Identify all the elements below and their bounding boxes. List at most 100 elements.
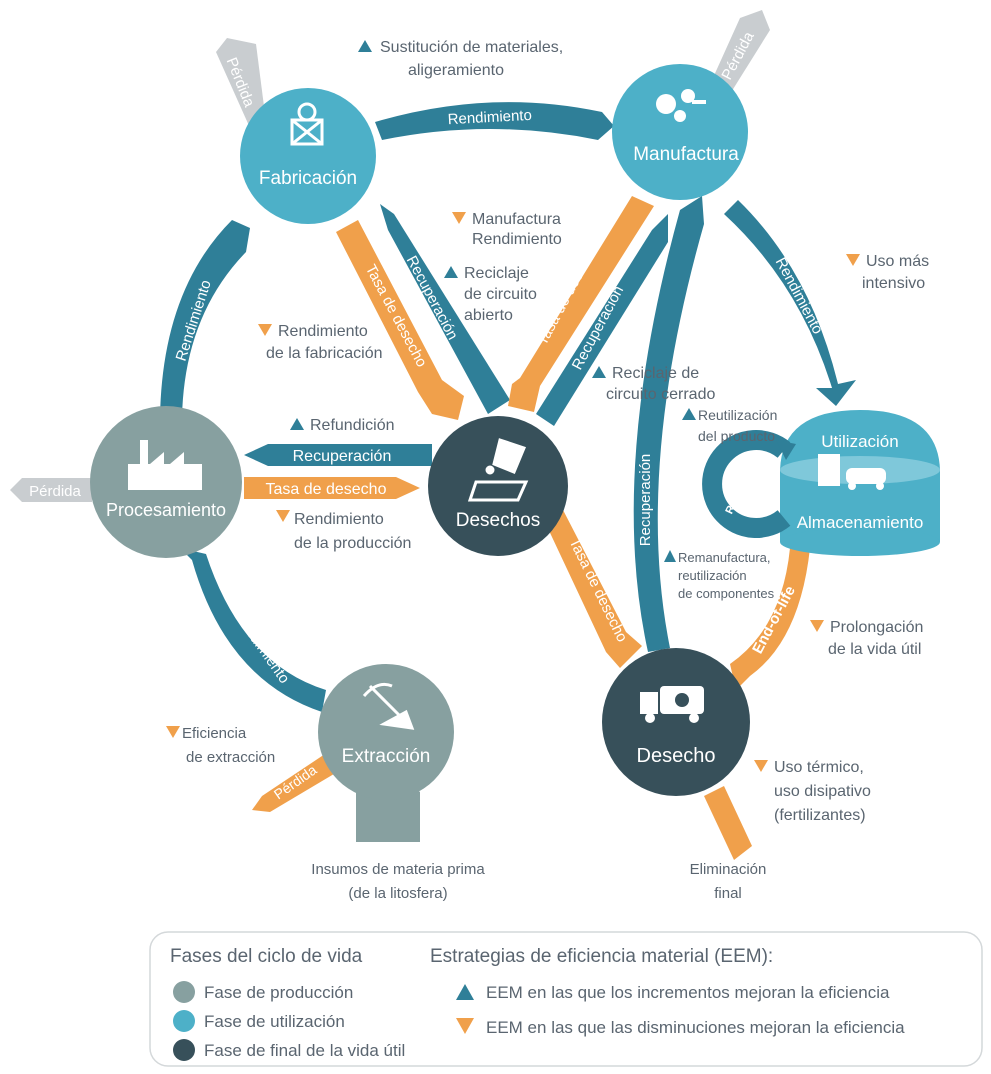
svg-text:uso disipativo: uso disipativo [774,783,871,800]
garbage-truck-icon [640,686,704,723]
legend-phase-production: Fase de producción [204,983,353,1002]
flow-tasa-proc: Tasa de desecho [244,477,420,499]
marker-up-icon [358,40,372,52]
loss-arrow-procesamiento: Pérdida [10,478,92,502]
svg-text:del producto: del producto [698,428,775,444]
flow-eliminacion-final [704,786,752,860]
annotation-remanufactura: Remanufactura, reutilización de componen… [664,550,775,601]
svg-text:Manufactura: Manufactura [472,211,561,228]
svg-text:de la producción: de la producción [294,535,411,552]
annotation-manufactura-rend: Manufactura Rendimiento [452,211,562,248]
svg-text:reutilización: reutilización [678,568,747,583]
svg-text:(de la litosfera): (de la litosfera) [348,885,447,902]
marker-down-icon [754,760,768,772]
marker-down-icon [810,620,824,632]
svg-text:final: final [714,885,742,902]
flow-recuperacion-proc: Recuperación [244,444,432,466]
flow-rendimiento-ext-proc: Rendimiento [180,548,326,712]
svg-text:Sustitución de materiales,: Sustitución de materiales, [380,39,563,56]
svg-text:Refundición: Refundición [310,417,395,434]
annotation-rend-fabricacion: Rendimiento de la fabricación [258,323,383,362]
node-utilizacion-almacenamiento: Utilización Almacenamiento [780,410,940,556]
node-extraccion: Extracción [318,664,454,800]
svg-text:Tasa de desecho: Tasa de desecho [266,481,387,498]
svg-text:Rendimiento: Rendimiento [472,231,562,248]
svg-text:Rendimiento: Rendimiento [278,323,368,340]
svg-text:aligeramiento: aligeramiento [408,62,504,79]
legend: Fases del ciclo de vida Fase de producci… [149,931,983,1067]
svg-text:Recuperación: Recuperación [293,448,392,465]
svg-text:Eficiencia: Eficiencia [182,725,247,742]
node-manufactura: Manufactura [612,64,748,200]
flow-rendimiento-fab-manu: Rendimiento [375,102,614,140]
legend-strategy-down: EEM en las que las disminuciones mejoran… [486,1018,905,1037]
loss-label-procesamiento: Pérdida [29,483,81,500]
svg-text:Rendimiento: Rendimiento [294,511,384,528]
svg-text:Rendimiento: Rendimiento [447,107,532,128]
svg-text:Desecho: Desecho [637,745,716,767]
svg-text:Extracción: Extracción [342,746,431,767]
svg-text:Rendimiento: Rendimiento [772,255,827,337]
svg-text:Utilización: Utilización [821,432,898,451]
legend-swatch-production [173,981,195,1003]
svg-text:Manufactura: Manufactura [633,144,739,165]
svg-text:de la vida útil: de la vida útil [828,641,921,658]
flow-rendimiento-manu-util: Rendimiento [724,200,856,406]
flow-recuperacion-desecho: Recuperación [633,196,704,652]
svg-text:intensivo: intensivo [862,275,925,292]
svg-text:circuito cerrado: circuito cerrado [606,386,715,403]
marker-up-icon [664,550,676,562]
svg-text:Reciclaje de: Reciclaje de [612,365,699,382]
pickaxe-icon [362,682,415,730]
svg-text:de componentes: de componentes [678,586,775,601]
svg-text:Insumos de materia prima: Insumos de materia prima [311,861,485,878]
building-car-icon [818,454,886,490]
annotation-prolongacion: Prolongación de la vida útil [810,619,923,658]
annotation-uso-intensivo: Uso más intensivo [846,253,929,292]
legend-swatch-use [173,1010,195,1032]
svg-text:Recuperación: Recuperación [637,454,654,547]
legend-swatch-eol [173,1039,195,1061]
node-procesamiento: Procesamiento [90,406,242,558]
svg-text:Fabricación: Fabricación [259,168,357,189]
legend-phase-use: Fase de utilización [204,1012,345,1031]
svg-text:Eliminación: Eliminación [690,861,767,878]
svg-text:Uso más: Uso más [866,253,929,270]
flow-tasa-desecho: Tasa de desecho [544,508,642,668]
svg-text:(fertilizantes): (fertilizantes) [774,807,866,824]
svg-text:Uso térmico,: Uso térmico, [774,759,864,776]
annotation-rend-produccion: Rendimiento de la producción [276,510,411,552]
marker-down-icon [276,510,290,522]
annotation-sustitucion: Sustitución de materiales, aligeramiento [358,39,563,79]
marker-down-icon [258,324,272,336]
node-fabricacion: Fabricación [240,88,376,224]
svg-text:Almacenamiento: Almacenamiento [797,513,924,532]
annotation-insumos: Insumos de materia prima (de la litosfer… [311,861,485,902]
legend-strategies-title: Estrategias de eficiencia material (EEM)… [430,946,773,967]
svg-text:Reutilización: Reutilización [698,407,777,423]
marker-down-icon [166,726,180,738]
svg-text:de circuito: de circuito [464,286,537,303]
annotation-reciclaje-abierto: Reciclaje de circuito abierto [444,265,537,324]
marker-up-icon [290,418,304,430]
marker-up-icon [682,408,696,420]
factory-icon [128,440,202,490]
node-desecho: Desecho [602,648,750,796]
svg-text:de la fabricación: de la fabricación [266,345,383,362]
legend-box [149,931,983,1067]
legend-phase-eol: Fase de final de la vida útil [204,1041,405,1060]
legend-phases-title: Fases del ciclo de vida [170,946,363,967]
annotation-eliminacion: Eliminación final [690,861,767,902]
marker-up-icon [456,984,474,1000]
legend-strategy-up: EEM en las que los incrementos mejoran l… [486,983,890,1002]
flow-rendimiento-proc-fab: Rendimiento [160,220,250,418]
svg-text:Desechos: Desechos [456,510,541,531]
svg-text:abierto: abierto [464,307,513,324]
svg-text:Procesamiento: Procesamiento [106,500,226,520]
svg-text:Reciclaje: Reciclaje [464,265,529,282]
node-desechos: Desechos [428,416,568,556]
annotation-uso-termico: Uso térmico, uso disipativo (fertilizant… [754,759,871,824]
marker-down-icon [456,1018,474,1034]
pouring-crucible-icon [467,438,529,502]
